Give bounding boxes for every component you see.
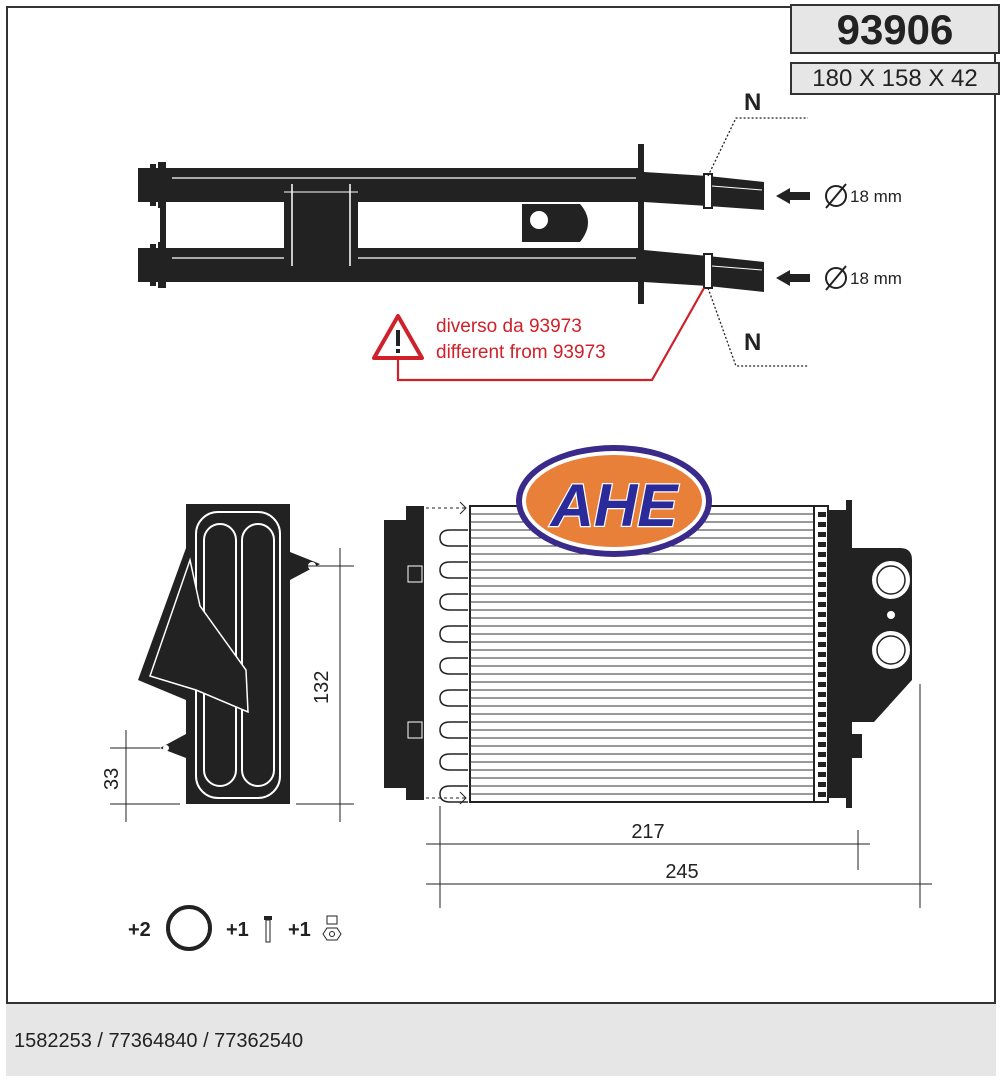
header-slot <box>818 532 826 537</box>
header-slot <box>818 772 826 777</box>
header-slot <box>818 782 826 787</box>
tube-uturn <box>439 753 468 771</box>
tube-assembly <box>138 117 808 367</box>
header-slot <box>818 612 826 617</box>
header-slot <box>818 622 826 627</box>
nut-icon <box>322 915 342 941</box>
tube-uturn <box>439 529 468 547</box>
side-view <box>110 504 354 822</box>
header-slot <box>818 582 826 587</box>
header-slot <box>818 702 826 707</box>
header-slot <box>818 652 826 657</box>
n-label-top: N <box>744 89 761 116</box>
warning-text-it: diverso da 93973 <box>436 316 582 337</box>
header-slot <box>818 762 826 767</box>
header-slot <box>818 562 826 567</box>
warning-callout <box>372 287 705 382</box>
header-slot <box>818 642 826 647</box>
header-slot <box>818 572 826 577</box>
tube-uturn <box>439 785 468 803</box>
header-slot <box>818 632 826 637</box>
tube-uturn <box>439 625 468 643</box>
tube-uturn <box>439 689 468 707</box>
warning-triangle-icon <box>372 314 424 360</box>
bolt-quantity: +1 <box>226 919 249 941</box>
header-slot <box>818 552 826 557</box>
dimension-217: 217 <box>631 821 664 843</box>
header-slot <box>818 722 826 727</box>
part-dimensions: 180 X 158 X 42 <box>790 62 1000 95</box>
header-slot <box>818 522 826 527</box>
reference-numbers: 1582253 / 77364840 / 77362540 <box>6 1002 996 1076</box>
header-slot <box>818 662 826 667</box>
header-slot <box>818 792 826 797</box>
header-slot <box>818 602 826 607</box>
header-slot <box>818 682 826 687</box>
front-view <box>384 500 932 908</box>
tube-uturn <box>439 561 468 579</box>
diameter-label-bottom: 18 mm <box>850 269 902 288</box>
dimension-245: 245 <box>665 861 698 883</box>
header-slot <box>818 732 826 737</box>
dimension-33: 33 <box>101 768 123 790</box>
n-label-bottom: N <box>744 329 761 356</box>
header-slot <box>818 672 826 677</box>
header-slot <box>818 542 826 547</box>
header-slot <box>818 592 826 597</box>
tube-uturn <box>439 657 468 675</box>
ahe-logo: AHE <box>516 445 712 557</box>
header-slot <box>818 742 826 747</box>
logo-text: AHE <box>549 472 680 539</box>
flow-arrow-top <box>776 183 847 209</box>
header-slot <box>818 692 826 697</box>
o-ring-icon <box>166 905 212 951</box>
dimension-132: 132 <box>311 671 333 704</box>
diameter-label-top: 18 mm <box>850 187 902 206</box>
tube-uturn <box>439 593 468 611</box>
header-slot <box>818 512 826 517</box>
header-slot <box>818 752 826 757</box>
bolt-icon <box>264 916 272 943</box>
header-slot <box>818 712 826 717</box>
nut-quantity: +1 <box>288 919 311 941</box>
tube-uturn <box>439 721 468 739</box>
part-number: 93906 <box>790 4 1000 54</box>
flow-arrow-bottom <box>776 265 847 291</box>
oring-quantity: +2 <box>128 919 151 941</box>
warning-text-en: different from 93973 <box>436 342 606 363</box>
